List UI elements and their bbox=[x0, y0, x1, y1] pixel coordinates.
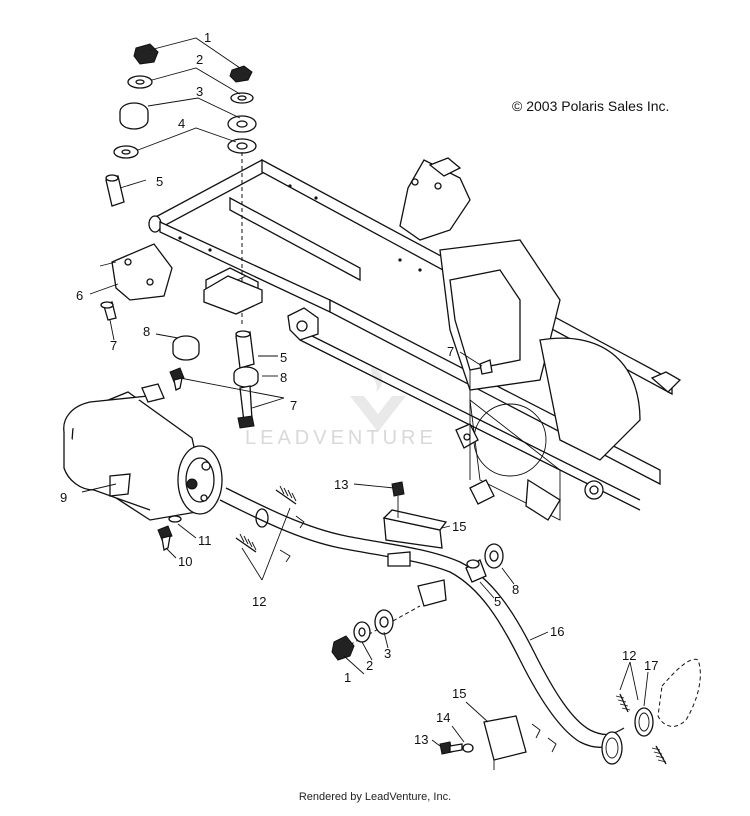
callout-8: 8 bbox=[143, 324, 150, 339]
callout-5: 5 bbox=[494, 594, 501, 609]
callout-17: 17 bbox=[644, 658, 658, 673]
callout-8: 8 bbox=[280, 370, 287, 385]
callout-14: 14 bbox=[436, 710, 450, 725]
callout-15: 15 bbox=[452, 686, 466, 701]
callout-2: 2 bbox=[366, 658, 373, 673]
muffler-9 bbox=[63, 383, 223, 521]
copyright-notice: © 2003 Polaris Sales Inc. bbox=[512, 98, 670, 114]
leader-lines bbox=[81, 37, 649, 747]
callout-6: 6 bbox=[76, 288, 83, 303]
callout-2: 2 bbox=[196, 52, 203, 67]
bracket-15-upper bbox=[382, 481, 448, 549]
callout-12: 12 bbox=[622, 648, 636, 663]
spacer-5-right bbox=[465, 559, 487, 583]
grommet-8-left bbox=[172, 335, 200, 361]
gasket-17 bbox=[634, 707, 654, 737]
callout-15: 15 bbox=[452, 519, 466, 534]
bolt-13-lower bbox=[439, 741, 463, 755]
bolt-7-left bbox=[100, 301, 117, 321]
footer-credit: Rendered by LeadVenture, Inc. bbox=[298, 791, 452, 803]
callout-16: 16 bbox=[550, 624, 564, 639]
engine-mount-bracket bbox=[399, 157, 471, 241]
washer-11 bbox=[168, 515, 182, 523]
callout-11: 11 bbox=[198, 533, 212, 548]
callout-13: 13 bbox=[334, 477, 348, 492]
bolt-7-lower bbox=[169, 367, 185, 391]
springs-12-lower bbox=[615, 693, 667, 765]
bracket-6 bbox=[99, 243, 173, 301]
callout-7: 7 bbox=[290, 398, 297, 413]
callout-1: 1 bbox=[204, 30, 211, 45]
callout-8: 8 bbox=[512, 582, 519, 597]
washer-14 bbox=[462, 743, 474, 753]
watermark-logo bbox=[350, 366, 406, 432]
grommet-8-right bbox=[484, 543, 504, 569]
callout-7: 7 bbox=[447, 344, 454, 359]
callout-5: 5 bbox=[156, 174, 163, 189]
bolt-10 bbox=[157, 525, 173, 551]
callout-3: 3 bbox=[196, 84, 203, 99]
callout-1: 1 bbox=[344, 670, 351, 685]
callout-13: 13 bbox=[414, 732, 428, 747]
engine-exhaust-port bbox=[657, 658, 701, 727]
upper-hardware-stack bbox=[105, 43, 263, 429]
watermark-text: LEADVENTURE bbox=[245, 427, 437, 449]
callout-3: 3 bbox=[384, 646, 391, 661]
callout-9: 9 bbox=[60, 490, 67, 505]
callout-12: 12 bbox=[252, 594, 266, 609]
callout-5: 5 bbox=[280, 350, 287, 365]
callout-7: 7 bbox=[110, 338, 117, 353]
callout-10: 10 bbox=[178, 554, 192, 569]
lower-hardware-stack bbox=[331, 605, 421, 661]
callout-4: 4 bbox=[178, 116, 185, 131]
bolt-7-right bbox=[469, 359, 493, 480]
engine-block bbox=[439, 239, 641, 521]
bracket-15-lower bbox=[483, 715, 527, 770]
callout-labels: 1 2 3 4 5 6 7 8 5 8 7 7 9 11 10 12 13 15… bbox=[60, 30, 658, 747]
exhaust-pipe-16 bbox=[219, 487, 625, 765]
